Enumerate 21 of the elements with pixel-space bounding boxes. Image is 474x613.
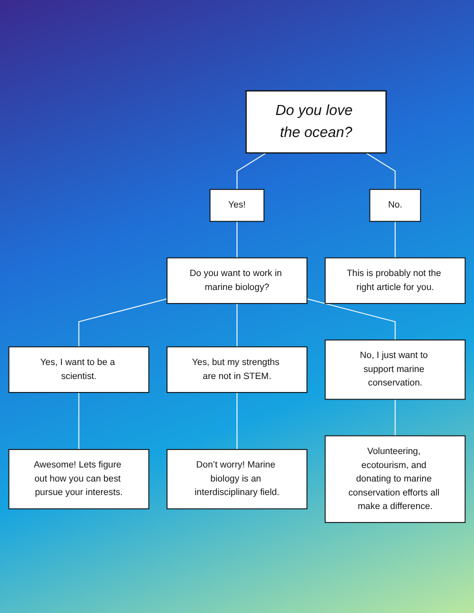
node-box: This is probably not the right article for you.	[324, 257, 466, 304]
node-box: Volunteering, ecotourism, and donating to marine conservation efforts all make a difference.	[324, 435, 466, 523]
connector	[236, 302, 238, 348]
node-box: Awesome! Lets figure out how you can best pursue your interests.	[8, 448, 150, 510]
node-box: Don’t worry! Marine biology is an interdisciplinary field.	[166, 448, 308, 510]
connector	[236, 392, 238, 450]
connector	[78, 298, 168, 348]
connector	[394, 398, 396, 436]
connector	[78, 392, 80, 450]
node-box: Do you love the ocean?	[246, 90, 387, 154]
node-box: Yes, but my strengths are not in STEM.	[166, 346, 308, 393]
node-box: Yes!	[210, 188, 264, 222]
node-box: Do you want to work in marine biology?	[166, 257, 308, 304]
connector	[236, 220, 238, 258]
node-box: Yes, I want to be a scientist.	[8, 346, 150, 393]
connector	[365, 152, 396, 190]
connector	[236, 152, 267, 190]
connector	[394, 220, 396, 258]
connector	[306, 298, 396, 340]
node-box: No, I just want to support marine conservation.	[324, 339, 466, 400]
node-box: No.	[369, 188, 421, 222]
